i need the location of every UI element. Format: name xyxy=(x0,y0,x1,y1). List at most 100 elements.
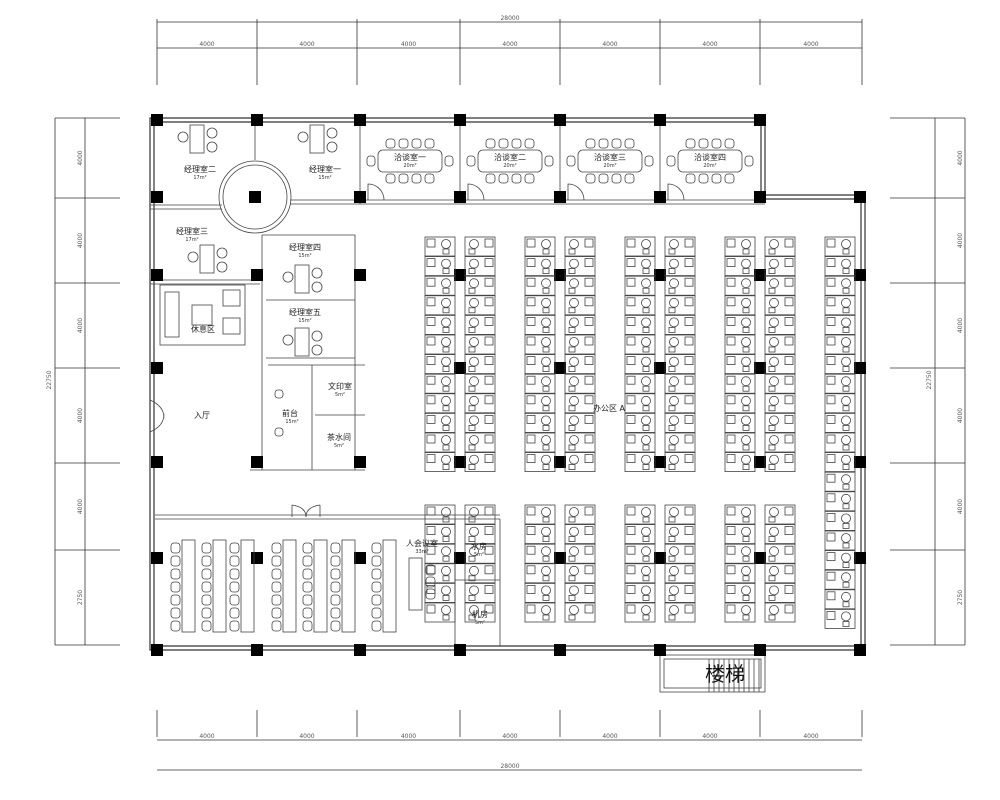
desk xyxy=(524,334,556,355)
chair-icon xyxy=(441,435,451,445)
chair-seat xyxy=(768,424,776,431)
desk xyxy=(564,452,596,473)
cabinet xyxy=(526,297,536,307)
column xyxy=(754,552,766,564)
column xyxy=(654,362,666,374)
cabinet xyxy=(784,545,794,555)
cabinet xyxy=(726,395,736,405)
workstation xyxy=(664,275,696,296)
workstation xyxy=(424,602,456,623)
chair-icon xyxy=(641,317,651,328)
chair-icon xyxy=(641,376,651,387)
workstation xyxy=(824,295,856,316)
cabinet xyxy=(526,356,536,366)
workstation xyxy=(724,236,756,257)
workstation xyxy=(564,236,596,257)
desk xyxy=(764,373,796,394)
chair-icon xyxy=(569,435,579,445)
workstation xyxy=(724,432,756,453)
chair-seat xyxy=(668,405,676,412)
chair-icon xyxy=(271,555,282,567)
dimension-segment: 4000 xyxy=(957,318,964,333)
desk xyxy=(464,275,496,296)
desk xyxy=(724,563,756,584)
workstation xyxy=(764,295,796,316)
desk xyxy=(824,236,856,257)
column xyxy=(754,456,766,468)
dimension-total: 28000 xyxy=(500,763,519,770)
chair-icon xyxy=(769,297,779,308)
desk xyxy=(424,256,456,277)
room-manager3: 经理室三 xyxy=(176,226,208,236)
desk xyxy=(724,334,756,355)
dimension-segment: 4000 xyxy=(199,733,214,740)
area-manager1: 15m² xyxy=(318,175,331,181)
workstation xyxy=(424,432,456,453)
desk xyxy=(424,583,456,603)
workstation xyxy=(824,354,856,375)
chair-seat xyxy=(742,595,750,601)
workstation xyxy=(564,432,596,453)
workstation xyxy=(764,314,796,335)
desk xyxy=(764,236,796,257)
cabinet xyxy=(626,395,636,405)
room-reception: 前台 xyxy=(282,408,298,418)
room-meeting1: 洽谈室一 xyxy=(394,152,426,162)
cabinet xyxy=(784,506,794,516)
room-lobby: 入厅 xyxy=(194,411,210,420)
desk xyxy=(424,543,456,564)
workstation xyxy=(764,563,796,584)
chair-icon xyxy=(741,435,751,445)
chair-seat xyxy=(568,595,576,601)
room-print: 文印室 xyxy=(328,381,352,391)
workstation xyxy=(564,452,596,473)
workstation xyxy=(724,393,756,414)
desk xyxy=(724,412,756,433)
dimension-segment: 4000 xyxy=(401,733,416,740)
chair-icon xyxy=(741,454,751,465)
column xyxy=(454,114,466,126)
chair-icon xyxy=(271,568,282,580)
chair-seat xyxy=(842,248,850,255)
chair-seat xyxy=(542,516,550,523)
chair-icon xyxy=(311,281,323,293)
workstation xyxy=(524,412,556,433)
chair-icon xyxy=(441,415,451,426)
conference-table xyxy=(181,539,196,633)
desk xyxy=(424,236,456,257)
workstation xyxy=(564,334,596,355)
cabinet xyxy=(484,565,494,575)
chair-seat xyxy=(468,326,476,333)
workstation xyxy=(524,314,556,335)
cabinet xyxy=(584,297,594,307)
cabinet xyxy=(426,336,436,346)
chair-icon xyxy=(569,565,579,576)
chair-icon xyxy=(330,607,341,619)
structural-columns xyxy=(151,114,866,656)
chair-seat xyxy=(742,326,750,333)
desk xyxy=(624,334,656,355)
cabinet xyxy=(526,604,536,614)
workstation xyxy=(524,354,556,375)
cabinet xyxy=(426,454,436,464)
column xyxy=(354,456,366,468)
cabinet xyxy=(584,526,594,535)
chair-seat xyxy=(568,424,576,431)
chair-seat xyxy=(668,287,676,294)
chair-icon xyxy=(385,173,396,184)
cabinet xyxy=(726,375,736,385)
workstation xyxy=(524,563,556,584)
chair-icon xyxy=(441,546,451,557)
chair-seat xyxy=(442,424,450,431)
desk xyxy=(724,373,756,394)
desk xyxy=(524,543,556,564)
chair-icon xyxy=(644,155,654,167)
cabinet xyxy=(426,395,436,405)
cabinet xyxy=(826,375,836,385)
chair-icon xyxy=(206,127,218,139)
desk xyxy=(564,504,596,525)
chair-seat xyxy=(742,516,750,523)
chair-icon xyxy=(302,542,313,554)
cabinet xyxy=(826,336,836,346)
manager-desk xyxy=(294,264,310,294)
